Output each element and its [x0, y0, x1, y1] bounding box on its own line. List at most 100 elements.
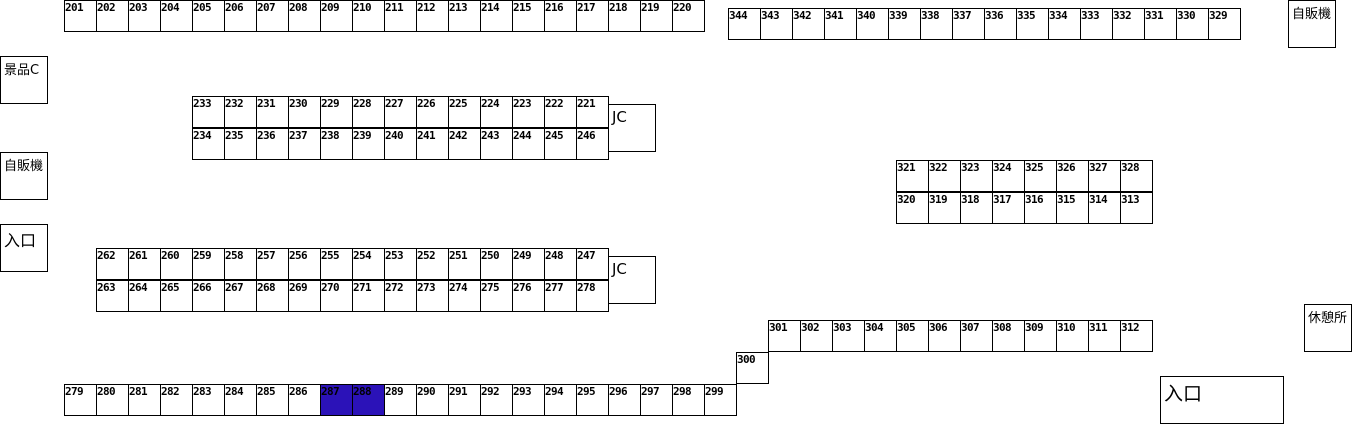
booth-257[interactable]: 257 [256, 248, 289, 280]
booth-206[interactable]: 206 [224, 0, 257, 32]
booth-335[interactable]: 335 [1016, 8, 1049, 40]
booth-227[interactable]: 227 [384, 96, 417, 128]
booth-296[interactable]: 296 [608, 384, 641, 416]
booth-286[interactable]: 286 [288, 384, 321, 416]
booth-344[interactable]: 344 [728, 8, 761, 40]
booth-299[interactable]: 299 [704, 384, 737, 416]
booth-319[interactable]: 319 [928, 192, 961, 224]
booth-237[interactable]: 237 [288, 128, 321, 160]
booth-321[interactable]: 321 [896, 160, 929, 192]
booth-247[interactable]: 247 [576, 248, 609, 280]
booth-285[interactable]: 285 [256, 384, 289, 416]
booth-325[interactable]: 325 [1024, 160, 1057, 192]
booth-249[interactable]: 249 [512, 248, 545, 280]
booth-322[interactable]: 322 [928, 160, 961, 192]
booth-244[interactable]: 244 [512, 128, 545, 160]
booth-228[interactable]: 228 [352, 96, 385, 128]
booth-340[interactable]: 340 [856, 8, 889, 40]
booth-320[interactable]: 320 [896, 192, 929, 224]
booth-236[interactable]: 236 [256, 128, 289, 160]
booth-308[interactable]: 308 [992, 320, 1025, 352]
booth-256[interactable]: 256 [288, 248, 321, 280]
booth-301[interactable]: 301 [768, 320, 801, 352]
booth-231[interactable]: 231 [256, 96, 289, 128]
booth-343[interactable]: 343 [760, 8, 793, 40]
booth-329[interactable]: 329 [1208, 8, 1241, 40]
booth-232[interactable]: 232 [224, 96, 257, 128]
booth-298[interactable]: 298 [672, 384, 705, 416]
booth-210[interactable]: 210 [352, 0, 385, 32]
booth-263[interactable]: 263 [96, 280, 129, 312]
booth-213[interactable]: 213 [448, 0, 481, 32]
booth-242[interactable]: 242 [448, 128, 481, 160]
booth-289[interactable]: 289 [384, 384, 417, 416]
booth-330[interactable]: 330 [1176, 8, 1209, 40]
booth-300[interactable]: 300 [736, 352, 769, 384]
booth-235[interactable]: 235 [224, 128, 257, 160]
booth-251[interactable]: 251 [448, 248, 481, 280]
booth-278[interactable]: 278 [576, 280, 609, 312]
booth-201[interactable]: 201 [64, 0, 97, 32]
booth-204[interactable]: 204 [160, 0, 193, 32]
booth-292[interactable]: 292 [480, 384, 513, 416]
booth-324[interactable]: 324 [992, 160, 1025, 192]
booth-265[interactable]: 265 [160, 280, 193, 312]
booth-282[interactable]: 282 [160, 384, 193, 416]
booth-332[interactable]: 332 [1112, 8, 1145, 40]
booth-318[interactable]: 318 [960, 192, 993, 224]
booth-338[interactable]: 338 [920, 8, 953, 40]
booth-272[interactable]: 272 [384, 280, 417, 312]
booth-288[interactable]: 288 [352, 384, 385, 416]
booth-262[interactable]: 262 [96, 248, 129, 280]
booth-252[interactable]: 252 [416, 248, 449, 280]
booth-293[interactable]: 293 [512, 384, 545, 416]
booth-295[interactable]: 295 [576, 384, 609, 416]
booth-276[interactable]: 276 [512, 280, 545, 312]
booth-334[interactable]: 334 [1048, 8, 1081, 40]
booth-312[interactable]: 312 [1120, 320, 1153, 352]
booth-253[interactable]: 253 [384, 248, 417, 280]
booth-305[interactable]: 305 [896, 320, 929, 352]
booth-229[interactable]: 229 [320, 96, 353, 128]
booth-220[interactable]: 220 [672, 0, 705, 32]
booth-241[interactable]: 241 [416, 128, 449, 160]
booth-216[interactable]: 216 [544, 0, 577, 32]
booth-331[interactable]: 331 [1144, 8, 1177, 40]
booth-260[interactable]: 260 [160, 248, 193, 280]
booth-291[interactable]: 291 [448, 384, 481, 416]
booth-323[interactable]: 323 [960, 160, 993, 192]
booth-215[interactable]: 215 [512, 0, 545, 32]
booth-339[interactable]: 339 [888, 8, 921, 40]
booth-225[interactable]: 225 [448, 96, 481, 128]
booth-268[interactable]: 268 [256, 280, 289, 312]
booth-317[interactable]: 317 [992, 192, 1025, 224]
booth-326[interactable]: 326 [1056, 160, 1089, 192]
booth-316[interactable]: 316 [1024, 192, 1057, 224]
booth-279[interactable]: 279 [64, 384, 97, 416]
booth-223[interactable]: 223 [512, 96, 545, 128]
booth-327[interactable]: 327 [1088, 160, 1121, 192]
booth-315[interactable]: 315 [1056, 192, 1089, 224]
booth-281[interactable]: 281 [128, 384, 161, 416]
booth-254[interactable]: 254 [352, 248, 385, 280]
booth-243[interactable]: 243 [480, 128, 513, 160]
booth-218[interactable]: 218 [608, 0, 641, 32]
booth-342[interactable]: 342 [792, 8, 825, 40]
booth-311[interactable]: 311 [1088, 320, 1121, 352]
booth-212[interactable]: 212 [416, 0, 449, 32]
booth-310[interactable]: 310 [1056, 320, 1089, 352]
booth-230[interactable]: 230 [288, 96, 321, 128]
booth-275[interactable]: 275 [480, 280, 513, 312]
booth-328[interactable]: 328 [1120, 160, 1153, 192]
booth-271[interactable]: 271 [352, 280, 385, 312]
booth-207[interactable]: 207 [256, 0, 289, 32]
booth-209[interactable]: 209 [320, 0, 353, 32]
booth-336[interactable]: 336 [984, 8, 1017, 40]
booth-341[interactable]: 341 [824, 8, 857, 40]
booth-222[interactable]: 222 [544, 96, 577, 128]
booth-313[interactable]: 313 [1120, 192, 1153, 224]
booth-208[interactable]: 208 [288, 0, 321, 32]
booth-269[interactable]: 269 [288, 280, 321, 312]
booth-255[interactable]: 255 [320, 248, 353, 280]
booth-284[interactable]: 284 [224, 384, 257, 416]
